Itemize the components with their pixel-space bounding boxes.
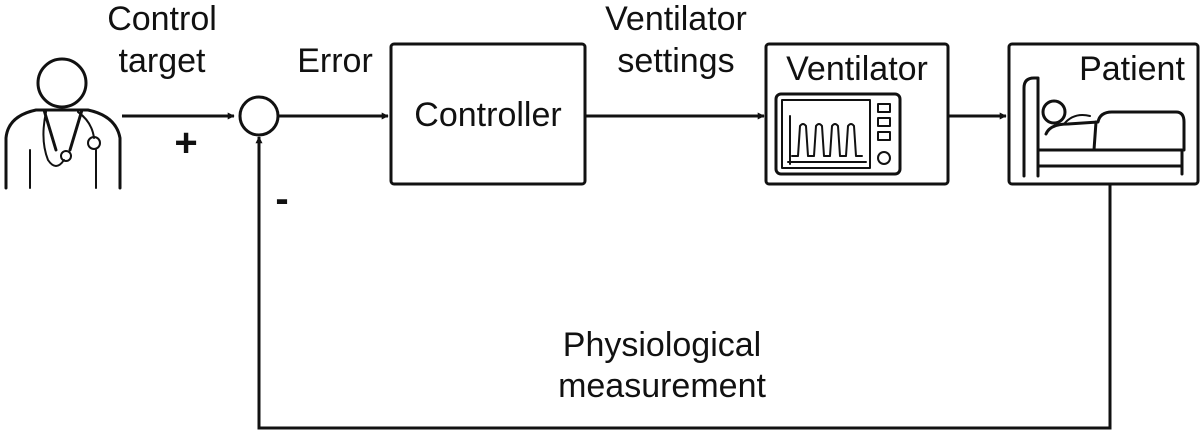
ventilator-block	[764, 42, 950, 186]
controller-block	[389, 42, 587, 186]
error-label: Error	[297, 42, 373, 80]
control-target-label-line1: Control	[107, 0, 217, 38]
control-target-label-line2: target	[119, 42, 206, 80]
ventilator-settings-label-line1: Ventilator	[605, 0, 747, 38]
physiological-measurement-label-line1: Physiological	[563, 326, 761, 364]
patient-bed-icon	[1022, 76, 1186, 178]
ventilator-monitor-icon	[774, 92, 902, 176]
ventilator-settings-label-line2: settings	[617, 42, 734, 80]
feedback-path	[255, 136, 1112, 430]
plus-sign: +	[174, 121, 197, 165]
physiological-measurement-label-line2: measurement	[558, 367, 766, 405]
summing-junction	[238, 95, 280, 137]
controller-label: Controller	[414, 96, 561, 134]
minus-sign: -	[275, 177, 288, 221]
ventilator-label: Ventilator	[786, 50, 928, 88]
patient-label: Patient	[1079, 50, 1185, 88]
doctor-icon	[4, 57, 122, 190]
